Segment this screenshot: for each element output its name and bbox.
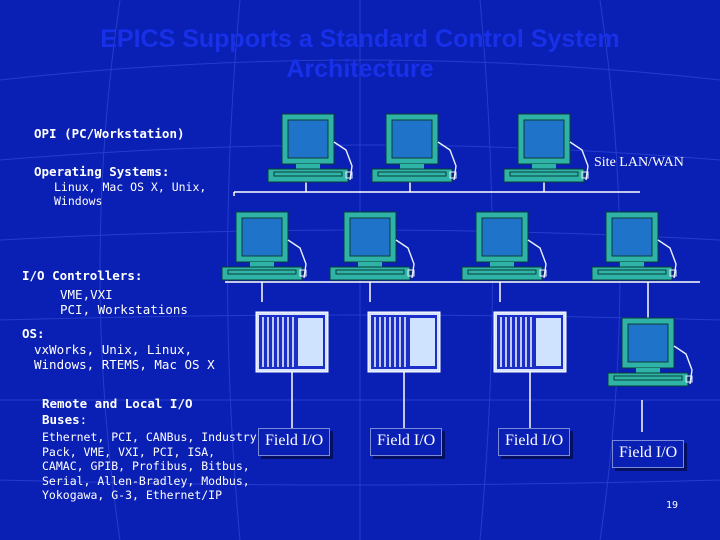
field-io-box: Field I/O: [498, 428, 571, 456]
opi-heading: OPI (PC/Workstation): [34, 126, 185, 141]
field-io-box: Field I/O: [612, 440, 685, 468]
field-io-box: Field I/O: [258, 428, 331, 456]
buses-heading-suffix: :: [79, 412, 88, 427]
buses-heading-a: Remote and Local I/O: [42, 396, 193, 411]
page-title: EPICS Supports a Standard Control System…: [100, 25, 620, 83]
vme-crate-icon: [255, 311, 567, 373]
field-io-box: Field I/O: [370, 428, 443, 456]
page-number: 19: [666, 500, 679, 511]
ioc-os-label: OS:: [22, 326, 45, 341]
opi-os-label: Operating Systems:: [34, 164, 170, 179]
buses-heading-b-line: Buses:: [42, 412, 87, 427]
buses-heading-b: Buses: [42, 412, 80, 427]
ioc-hardware: VME,VXI PCI, Workstations: [60, 287, 188, 317]
buses-list: Ethernet, PCI, CANBus, Industry Pack, VM…: [42, 430, 257, 502]
network-label: Site LAN/WAN: [594, 155, 684, 170]
ioc-os-list: vxWorks, Unix, Linux, Windows, RTEMS, Ma…: [34, 342, 215, 372]
opi-workstation-icon: [267, 113, 589, 183]
opi-os-list: Linux, Mac OS X, Unix, Windows: [54, 180, 207, 208]
ioc-heading: I/O Controllers:: [22, 268, 143, 283]
